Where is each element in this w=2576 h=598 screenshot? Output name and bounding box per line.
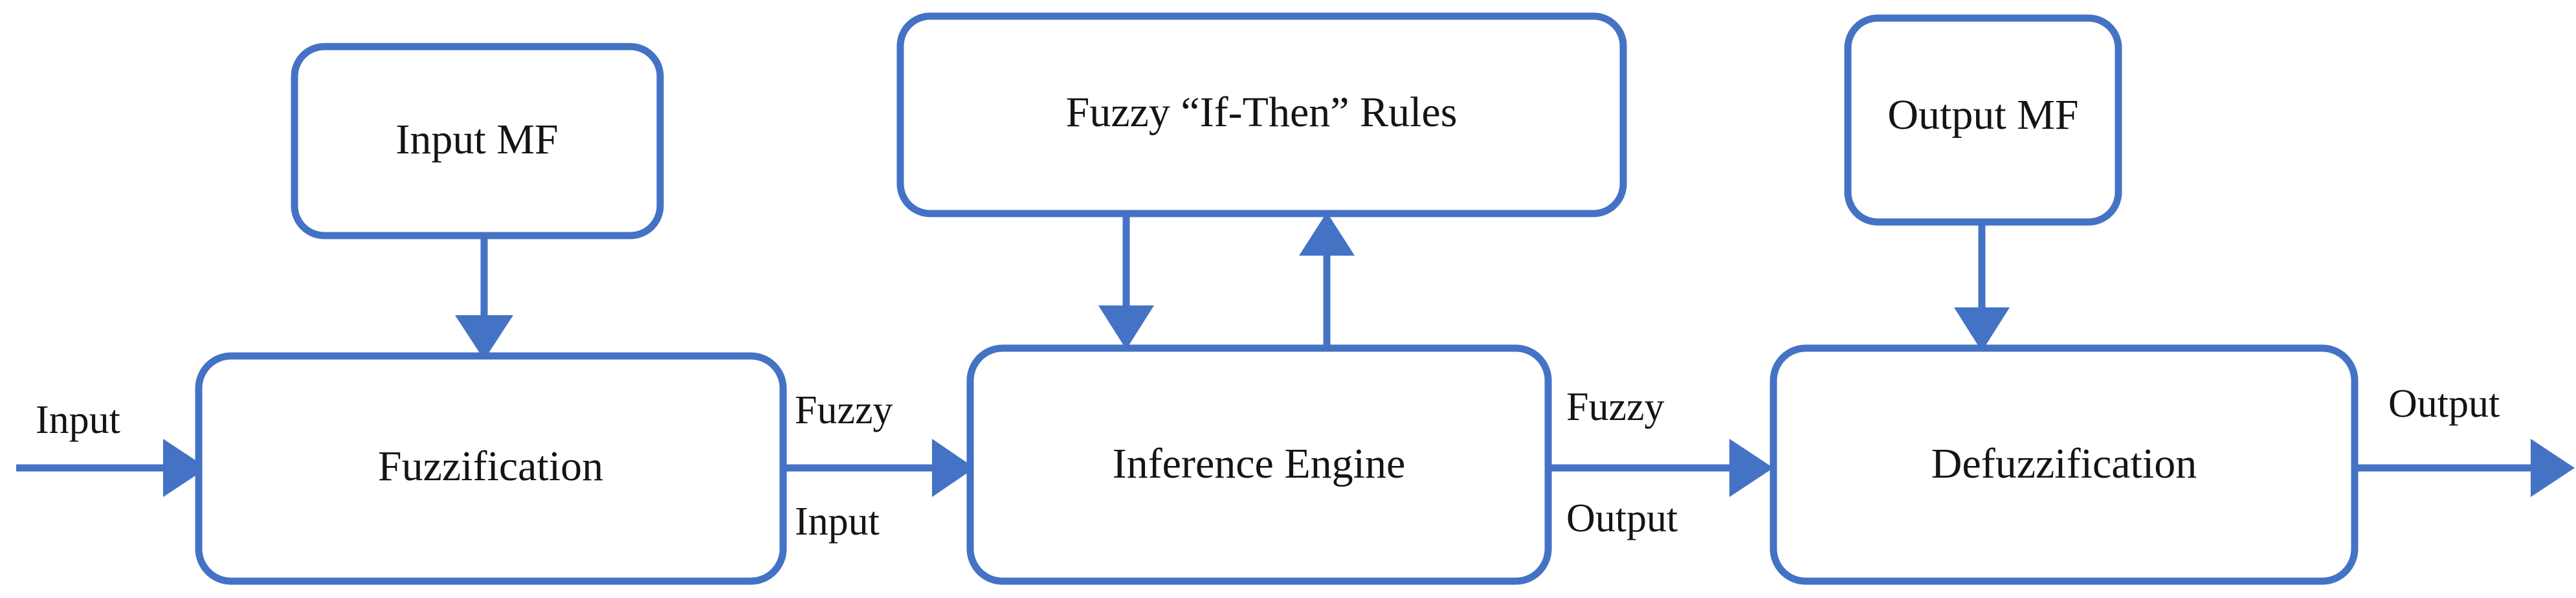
defuzzification-box[interactable] bbox=[1770, 344, 2359, 585]
edge-label-fuzzy-output-top: Fuzzy bbox=[1566, 385, 1665, 429]
connector-input-to-fuzzification bbox=[16, 439, 207, 497]
edge-label-input: Input bbox=[36, 398, 120, 442]
connector-output-mf-to-defuzzification bbox=[1954, 222, 2010, 351]
edge-label-fuzzy-input-top: Fuzzy bbox=[795, 388, 893, 432]
node-fuzzy-rules[interactable]: Fuzzy “If-Then” Rules bbox=[896, 12, 1627, 217]
edge-label-output: Output bbox=[2388, 382, 2500, 426]
fuzzification-label: Fuzzification bbox=[378, 443, 603, 490]
inference-engine-box[interactable] bbox=[966, 344, 1552, 585]
connector-defuzzification-to-output bbox=[2355, 439, 2575, 497]
output-mf-label: Output MF bbox=[1887, 91, 2078, 138]
node-input-mf[interactable]: Input MF bbox=[291, 43, 664, 239]
node-inference-engine[interactable]: Inference Engine bbox=[966, 344, 1552, 585]
fuzzification-box[interactable] bbox=[195, 352, 787, 585]
edge-label-fuzzy-output-bottom: Output bbox=[1566, 496, 1678, 540]
input-mf-box[interactable] bbox=[291, 43, 664, 239]
connector-fuzzification-to-inference bbox=[783, 439, 975, 497]
connector-rules-to-inference bbox=[1098, 214, 1154, 349]
fuzzy-rules-label: Fuzzy “If-Then” Rules bbox=[1066, 89, 1458, 136]
output-mf-box[interactable] bbox=[1844, 14, 2122, 226]
fuzzy-rules-box[interactable] bbox=[896, 12, 1627, 217]
input-mf-label: Input MF bbox=[395, 116, 558, 163]
node-defuzzification[interactable]: Defuzzification bbox=[1770, 344, 2359, 585]
edge-label-fuzzy-input-bottom: Input bbox=[795, 500, 880, 544]
connector-inference-to-rules bbox=[1299, 212, 1355, 348]
node-fuzzification[interactable]: Fuzzification bbox=[195, 352, 787, 585]
inference-engine-label: Inference Engine bbox=[1113, 440, 1406, 487]
node-output-mf[interactable]: Output MF bbox=[1844, 14, 2122, 226]
connector-input-mf-to-fuzzification bbox=[455, 236, 513, 360]
connector-inference-to-defuzzification bbox=[1548, 439, 1773, 497]
defuzzification-label: Defuzzification bbox=[1931, 440, 2197, 487]
